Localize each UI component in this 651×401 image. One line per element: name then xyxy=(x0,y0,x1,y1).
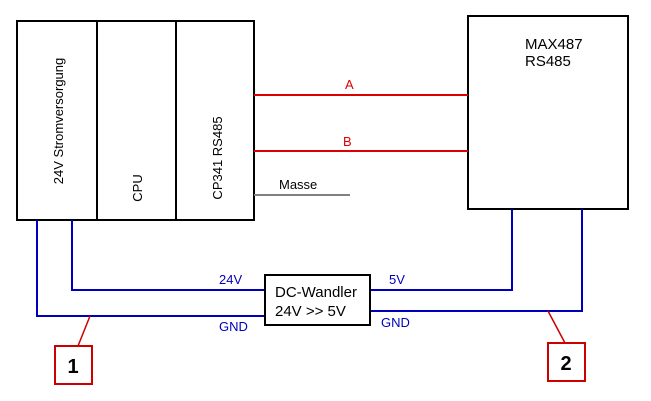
signal-lines: A B Masse xyxy=(254,77,468,196)
marker-1-number: 1 xyxy=(67,356,78,378)
wire-5v-out xyxy=(370,209,513,291)
module-cpu-label: CPU xyxy=(130,174,145,201)
signal-a-label: A xyxy=(345,77,354,92)
signal-b-label: B xyxy=(343,134,352,149)
label-gnd-right: GND xyxy=(381,315,410,330)
marker-1: 1 xyxy=(54,315,93,385)
marker-2: 2 xyxy=(547,310,586,382)
plc-rack: 24V Stromversorgung CPU CP341 RS485 xyxy=(16,20,255,221)
rs485-label: RS485 xyxy=(525,53,571,70)
marker-1-box xyxy=(54,345,93,385)
max487-module: MAX487 RS485 xyxy=(467,15,629,210)
max487-label: MAX487 xyxy=(525,36,583,53)
module-power-supply-label: 24V Stromversorgung xyxy=(51,58,66,184)
dc-converter-title: DC-Wandler xyxy=(275,284,357,301)
plc-rack-outline xyxy=(16,20,255,221)
power-lines xyxy=(36,209,583,317)
marker-2-number: 2 xyxy=(560,353,571,375)
marker-2-leader xyxy=(547,310,566,344)
label-5v: 5V xyxy=(389,272,405,287)
masse-label: Masse xyxy=(279,177,317,192)
label-gnd-left: GND xyxy=(219,319,248,334)
marker-1-leader xyxy=(77,315,91,347)
dc-converter-spec: 24V >> 5V xyxy=(275,303,346,320)
wire-24v-in xyxy=(71,220,265,291)
wire-gnd-right xyxy=(370,209,583,312)
marker-2-box xyxy=(547,342,586,382)
module-cp341-label: CP341 RS485 xyxy=(210,116,225,199)
max487-outline xyxy=(467,15,629,210)
dc-converter-outline xyxy=(264,274,371,326)
dc-converter: DC-Wandler 24V >> 5V xyxy=(264,274,371,326)
wire-gnd-left xyxy=(36,220,265,317)
label-24v: 24V xyxy=(219,272,242,287)
